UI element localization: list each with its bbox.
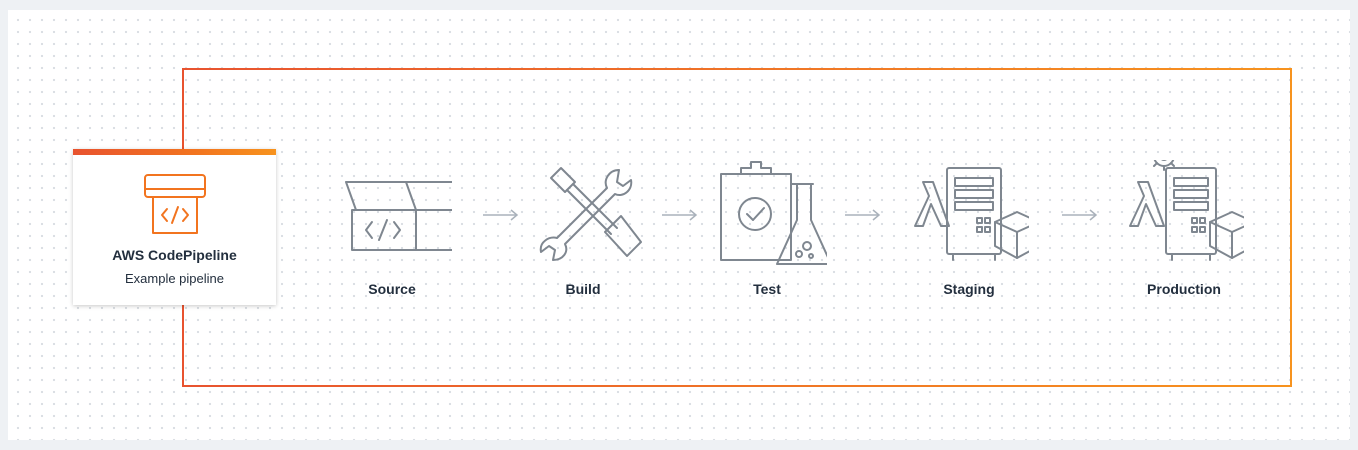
pipeline-subtitle: Example pipeline <box>124 271 224 286</box>
stage-label-staging: Staging <box>943 281 995 297</box>
clipboard-flask-icon <box>720 161 827 265</box>
stage-label-test: Test <box>753 281 781 297</box>
stage-label-production: Production <box>1147 281 1221 297</box>
gear-lambda-server-cube-icon <box>1129 160 1244 261</box>
stage-staging: Staging <box>899 160 1039 310</box>
stage-test: Test <box>697 160 837 310</box>
arrow-staging-production <box>1060 208 1100 222</box>
stage-label-build: Build <box>565 281 601 297</box>
box-code-icon <box>345 181 452 251</box>
stage-production: Production <box>1114 160 1254 310</box>
gear-icon <box>1153 160 1175 171</box>
card-accent-bar <box>73 149 276 155</box>
stage-source: Source <box>322 160 462 310</box>
lambda-server-cube-icon <box>914 167 1029 261</box>
arrow-test-staging <box>843 208 883 222</box>
stage-build: Build <box>513 160 653 310</box>
tools-icon <box>539 167 642 261</box>
codepipeline-icon <box>144 174 206 234</box>
arrow-source-build <box>481 208 521 222</box>
stage-label-source: Source <box>368 281 416 297</box>
pipeline-title: AWS CodePipeline <box>112 247 237 263</box>
codepipeline-card: AWS CodePipeline Example pipeline <box>73 149 276 305</box>
arrow-build-test <box>660 208 700 222</box>
